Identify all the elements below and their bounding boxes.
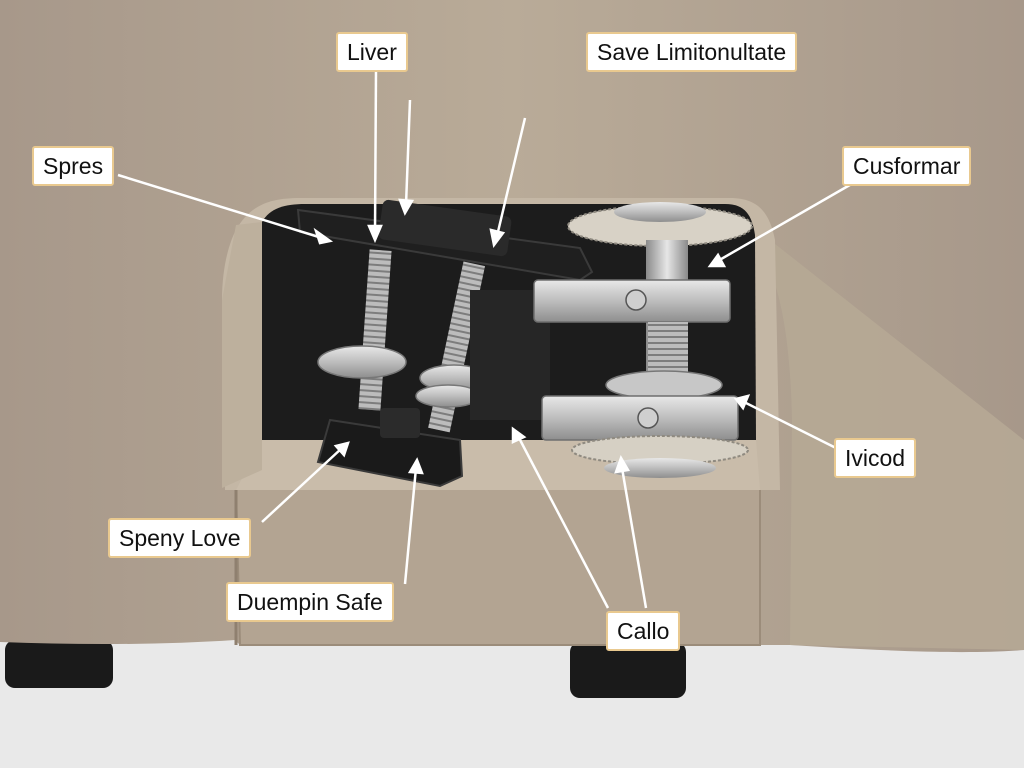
top-clamp-block [378, 199, 512, 257]
leader-liver-arrow [367, 224, 383, 244]
bottom-gear-base [604, 458, 716, 478]
lower-ring [605, 370, 723, 400]
leader-callo-1 [516, 435, 610, 609]
label-speny-love: Speny Love [108, 518, 252, 558]
leader-callo-2 [620, 467, 648, 609]
leader-lines [117, 69, 856, 609]
leader-spres-arrow [313, 227, 334, 245]
leader-callo-2-arrow [614, 455, 630, 474]
leader-cusformar-arrow [707, 252, 727, 268]
leader-ivicod [743, 400, 841, 452]
label-liver: Liver [336, 32, 408, 72]
leader-ivicod-arrow [733, 394, 751, 411]
leader-callo-1-arrow [511, 426, 527, 444]
label-callo: Callo [606, 611, 681, 651]
bottom-clamp-tab [380, 408, 420, 438]
label-spres: Spres [32, 146, 115, 186]
leader-top-2 [404, 99, 412, 206]
label-cusformar: Cusformar [842, 146, 972, 186]
label-save-limitonultate: Save Limitonultate [586, 32, 798, 72]
leader-top-2-arrow [398, 198, 415, 216]
leader-top-3 [495, 117, 527, 237]
leader-duempin-safe-arrow [407, 457, 424, 475]
lower-bracket-screw [637, 407, 659, 429]
foot-right [570, 642, 686, 698]
leader-spres [117, 173, 323, 240]
leader-cusformar [715, 180, 856, 264]
label-duempin-safe: Duempin Safe [226, 582, 394, 622]
bottom-clamp [316, 418, 464, 488]
leader-speny-love-arrow [333, 441, 350, 458]
leader-top-3-arrow [489, 228, 506, 248]
label-ivicod: Ivicod [834, 438, 917, 478]
left-washer [317, 345, 407, 379]
upper-bracket-screw [625, 289, 647, 311]
leader-duempin-safe [403, 467, 418, 585]
top-gear-hub [614, 202, 706, 222]
leader-liver [373, 69, 378, 233]
foot-left [5, 640, 113, 688]
leader-speny-love [261, 447, 343, 523]
floor-shadow [0, 640, 1024, 768]
cavity-left-wall [222, 222, 262, 488]
